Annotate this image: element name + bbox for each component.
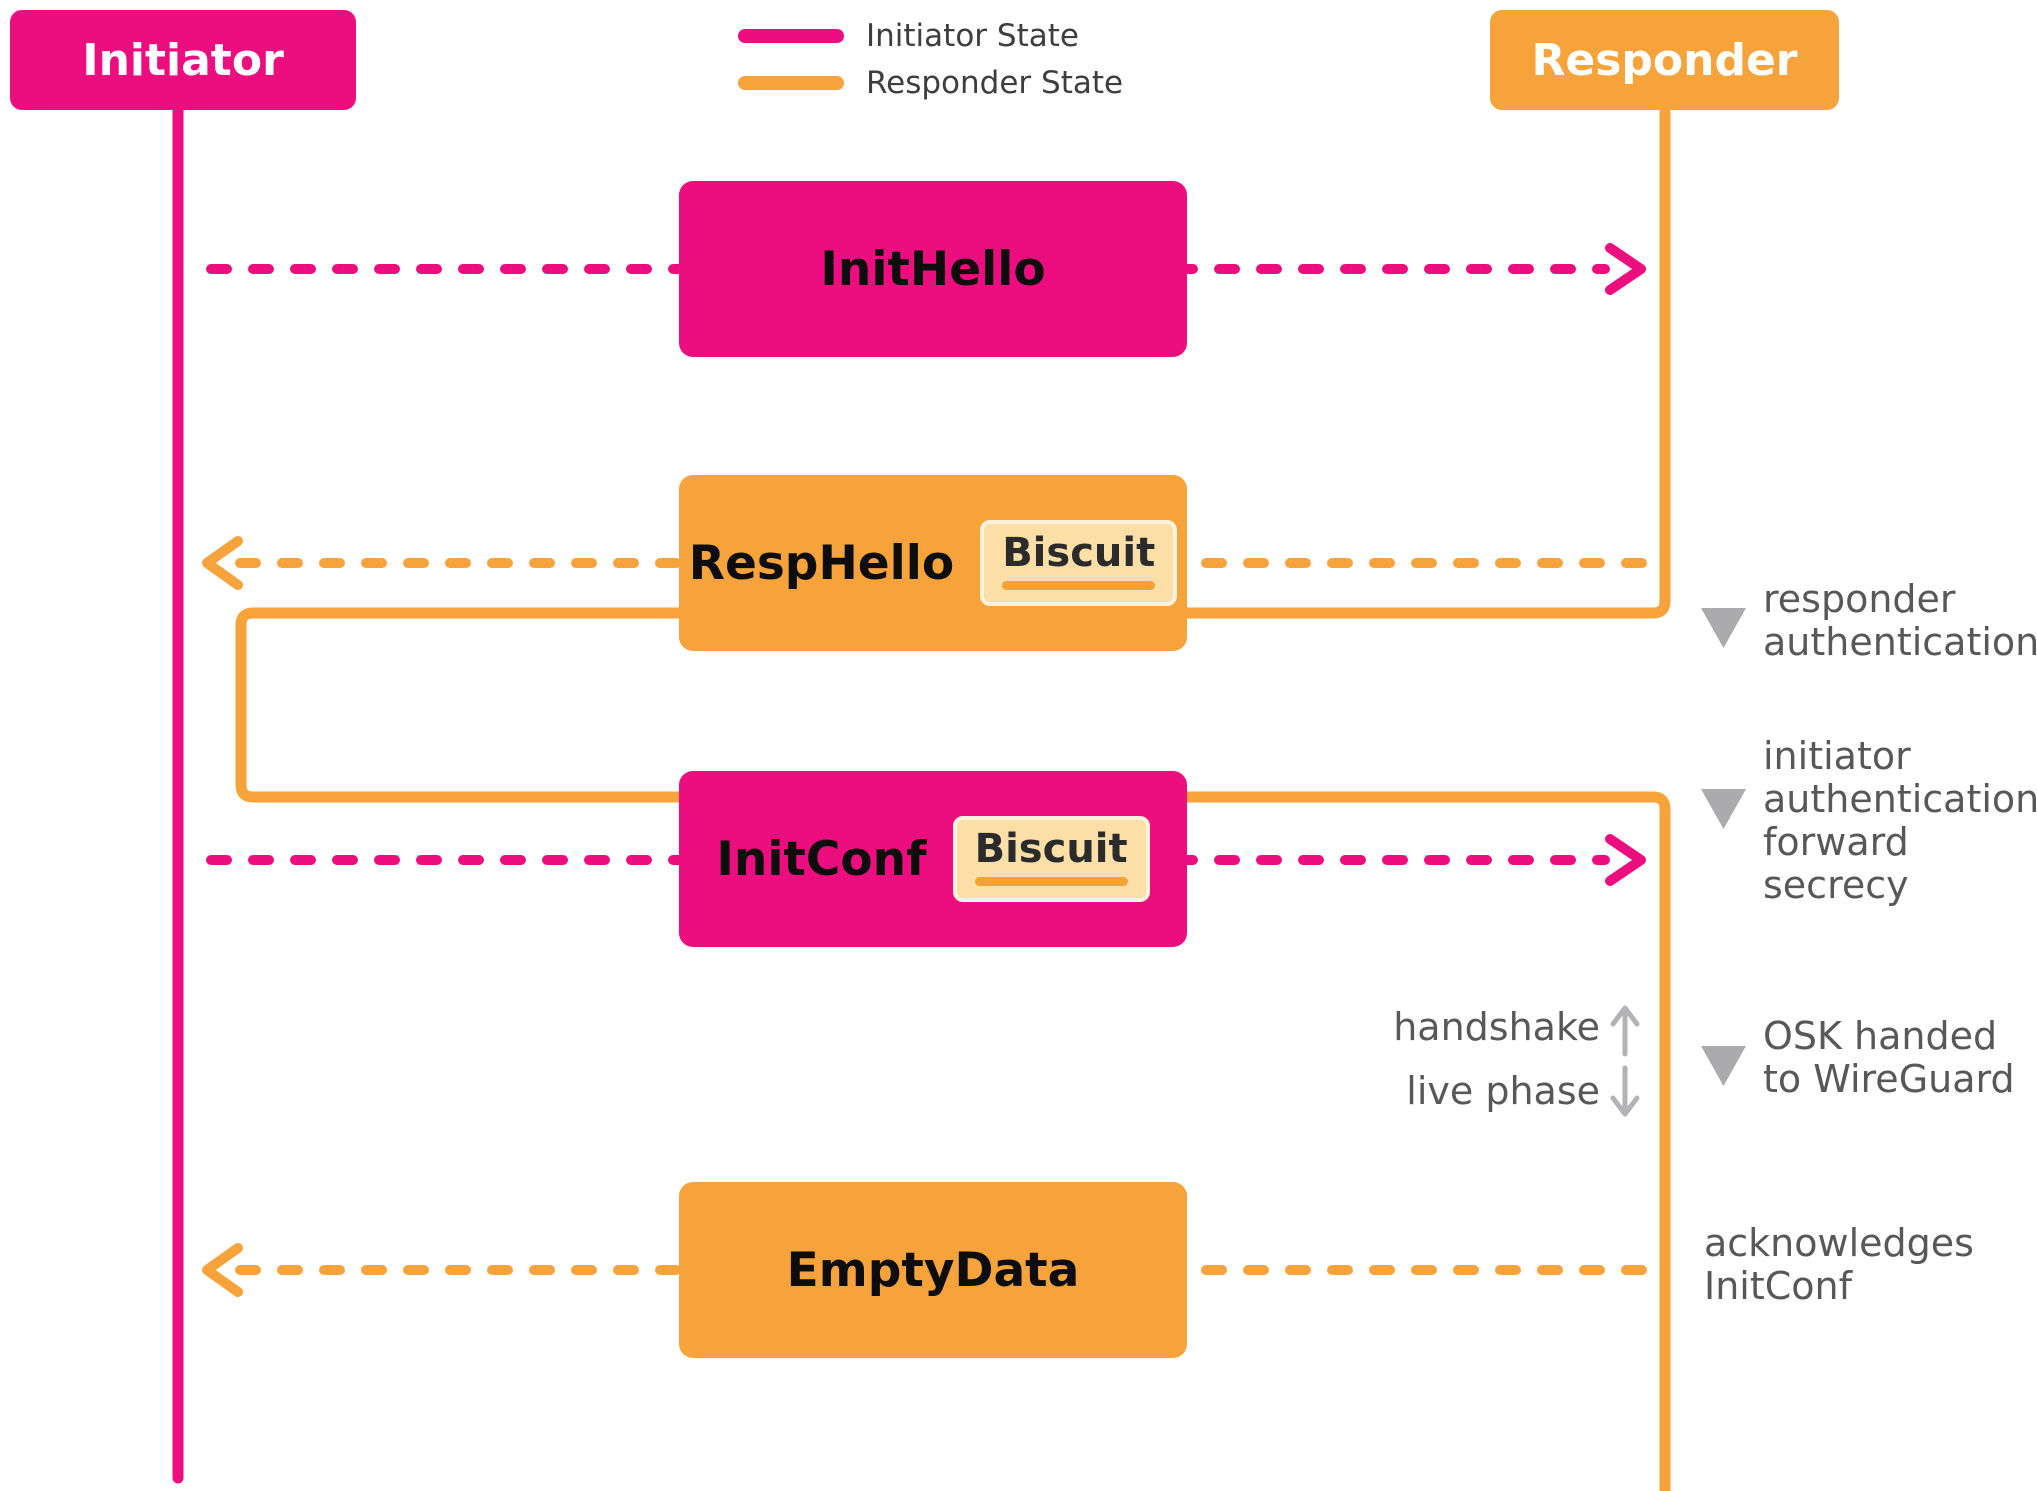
annotation-responder-authentication: responder authentication xyxy=(1763,577,2037,664)
message-label: EmptyData xyxy=(786,1242,1080,1298)
arrowhead-left-icon xyxy=(202,1243,243,1297)
annotation-handshake: handshake xyxy=(1393,1005,1600,1049)
actor-responder-label: Responder xyxy=(1531,34,1798,86)
legend-swatch-responder xyxy=(738,76,844,90)
arrowhead-right-icon xyxy=(1605,834,1646,886)
biscuit-label: Biscuit xyxy=(1002,530,1156,576)
message-inithello: InitHello xyxy=(679,181,1187,357)
biscuit-chip: Biscuit xyxy=(952,816,1150,902)
biscuit-label: Biscuit xyxy=(974,826,1128,872)
message-label: InitHello xyxy=(820,241,1046,297)
legend-label: Responder State xyxy=(866,65,1124,101)
arrowhead-left-icon xyxy=(202,536,243,590)
milestone-triangle-icon xyxy=(1701,789,1746,829)
biscuit-bar xyxy=(1002,581,1156,590)
message-initconf: InitConf Biscuit xyxy=(679,771,1187,947)
legend-item-responder-state: Responder State xyxy=(738,63,1123,103)
annotation-live-phase: live phase xyxy=(1406,1069,1600,1113)
legend: Initiator State Responder State xyxy=(738,16,1123,110)
milestone-triangle-icon xyxy=(1701,1046,1746,1086)
message-emptydata: EmptyData xyxy=(679,1182,1187,1358)
actor-initiator: Initiator xyxy=(10,10,356,110)
arrow-down-icon xyxy=(1610,1065,1640,1117)
message-label: RespHello xyxy=(688,535,955,591)
annotation-osk-handed-to-wireguard: OSK handed to WireGuard xyxy=(1763,1014,2015,1101)
biscuit-chip: Biscuit xyxy=(980,520,1178,606)
actor-responder: Responder xyxy=(1490,10,1839,110)
message-label: InitConf xyxy=(716,831,927,887)
annotation-acknowledges-initconf: acknowledges InitConf xyxy=(1704,1221,1974,1308)
message-resphello: RespHello Biscuit xyxy=(679,475,1187,651)
milestone-triangle-icon xyxy=(1701,608,1746,648)
annotation-initiator-authentication: initiator authentication, forward secrec… xyxy=(1763,734,2037,907)
biscuit-bar xyxy=(974,877,1128,886)
arrow-up-icon xyxy=(1610,1005,1640,1057)
responder-lifeline xyxy=(235,54,1671,1491)
legend-label: Initiator State xyxy=(866,18,1079,54)
arrowhead-right-icon xyxy=(1605,243,1646,295)
actor-initiator-label: Initiator xyxy=(82,34,284,86)
legend-item-initiator-state: Initiator State xyxy=(738,16,1123,56)
legend-swatch-initiator xyxy=(738,29,844,43)
